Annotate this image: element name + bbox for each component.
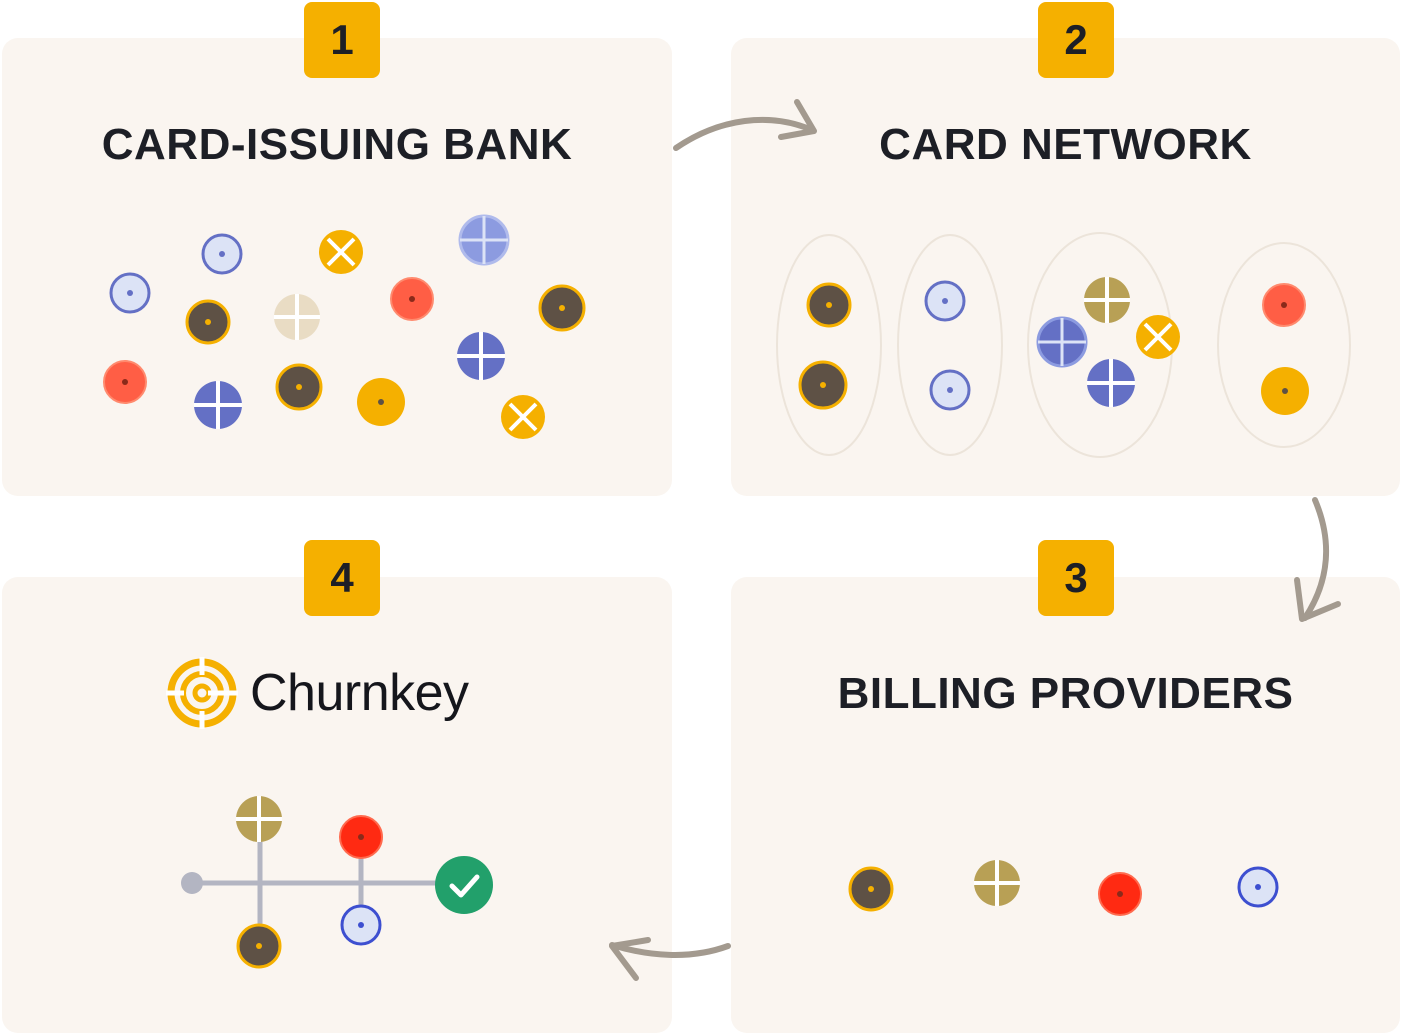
card-dot-yellow <box>1261 367 1309 415</box>
card-dot-brown <box>538 284 586 332</box>
arrow-1-to-2 <box>673 116 815 151</box>
churnkey-wordmark: Churnkey <box>250 664 469 722</box>
card-dot-red <box>339 815 383 859</box>
card-dot-brown <box>185 299 231 345</box>
step-badge-1: 1 <box>304 2 380 78</box>
arrow-2-to-3-head <box>1294 577 1341 622</box>
churnkey-brand: Churnkey <box>166 657 469 729</box>
panel-card-network: CARD NETWORK <box>731 38 1400 496</box>
card-dot-brown <box>275 363 323 411</box>
flow-arrows <box>609 99 1341 981</box>
card-dot-light-blue <box>1237 866 1279 908</box>
card-dot-blue-cross <box>457 332 505 380</box>
panel-2-dots <box>798 277 1309 415</box>
arrow-1-to-2-head <box>778 99 817 140</box>
card-dot-yellow-x <box>501 395 545 439</box>
arrow-2-to-3 <box>1302 497 1330 621</box>
card-dot-blue-cross <box>1036 316 1088 368</box>
card-dot-gold-cross <box>1084 277 1130 323</box>
billing-providers-title: BILLING PROVIDERS <box>837 669 1294 718</box>
panel-churnkey <box>2 577 672 1033</box>
network-groups <box>776 232 1351 458</box>
success-check-icon <box>435 856 493 914</box>
arrow-3-to-4 <box>609 942 731 958</box>
card-dot-brown <box>798 360 848 410</box>
card-dot-blue-cross-faded <box>458 214 510 266</box>
card-dot-red <box>1262 283 1306 327</box>
card-dot-gold-cross <box>974 860 1020 906</box>
step-badge-3: 3 <box>1038 540 1114 616</box>
card-dot-brown <box>806 282 852 328</box>
card-issuing-bank-title: CARD-ISSUING BANK <box>101 120 573 169</box>
card-dot-brown <box>848 866 894 912</box>
card-dot-brown <box>236 923 282 969</box>
card-dot-yellow-x <box>1136 315 1180 359</box>
card-dot-light-blue <box>109 272 151 314</box>
churnkey-routing-graph <box>181 796 493 969</box>
panel-billing-providers: BILLING PROVIDERS <box>731 577 1400 1033</box>
card-dot-beige-cross <box>274 294 320 340</box>
card-dot-yellow <box>357 378 405 426</box>
card-dot-light-blue <box>929 369 971 411</box>
card-network-title: CARD NETWORK <box>879 120 1252 169</box>
card-dot-red <box>103 360 147 404</box>
card-dot-red <box>390 277 434 321</box>
panel-1-dots <box>103 214 586 439</box>
graph-start-node <box>181 872 203 894</box>
step-badge-4: 4 <box>304 540 380 616</box>
card-dot-gold-cross <box>236 796 282 842</box>
step-badge-2: 2 <box>1038 2 1114 78</box>
churnkey-logo-icon <box>166 657 238 729</box>
card-dot-blue-cross <box>1087 359 1135 407</box>
panel-card-issuing-bank: CARD-ISSUING BANK <box>2 38 672 496</box>
card-dot-blue-cross <box>194 381 242 429</box>
card-dot-light-blue <box>340 904 382 946</box>
card-dot-light-blue <box>924 280 966 322</box>
panel-3-dots <box>848 860 1279 916</box>
arrow-3-to-4-head <box>609 937 651 981</box>
card-dot-yellow-x <box>319 230 363 274</box>
card-dot-red <box>1098 872 1142 916</box>
card-dot-light-blue <box>201 233 243 275</box>
